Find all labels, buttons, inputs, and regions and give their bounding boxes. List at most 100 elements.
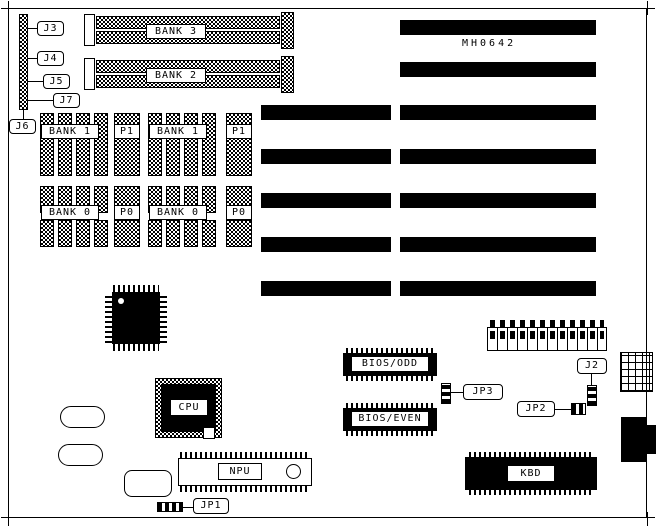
corner-registration-mark xyxy=(641,517,655,518)
expansion-slot xyxy=(400,149,596,164)
npu-chip xyxy=(178,452,312,492)
corner-registration-mark xyxy=(647,512,648,526)
ram-chip xyxy=(184,220,198,247)
callout-jp3: JP3 xyxy=(463,384,503,400)
corner-registration-mark xyxy=(8,512,9,526)
callout-j7: J7 xyxy=(53,93,80,108)
part-number-text: MH0642 xyxy=(462,38,517,49)
parity-chip xyxy=(226,113,252,176)
leader-line xyxy=(183,507,193,508)
ram-chip xyxy=(202,113,216,176)
parity-chip xyxy=(114,113,140,176)
corner-registration-mark xyxy=(8,1,9,15)
qfp-chipset xyxy=(105,285,167,351)
leader-line xyxy=(28,28,37,29)
ram-chip xyxy=(40,113,54,176)
callout-j6: J6 xyxy=(9,119,36,134)
kbd-label: KBD xyxy=(507,465,555,482)
jp1-jumper xyxy=(157,502,183,512)
ram-chip xyxy=(166,113,180,176)
expansion-slot xyxy=(400,62,596,77)
pin-row xyxy=(180,452,310,459)
simm-slot-end-clip xyxy=(84,58,95,90)
expansion-slot xyxy=(400,281,596,296)
bank2-label: BANK 2 xyxy=(146,68,206,83)
ram-chip xyxy=(58,220,72,247)
board-outline xyxy=(8,8,647,518)
pin-row xyxy=(469,452,593,458)
expansion-slot xyxy=(400,193,596,208)
ram-chip xyxy=(166,220,180,247)
ram-chip xyxy=(58,113,72,176)
jumper-pin-strip xyxy=(19,14,28,110)
npu-label: NPU xyxy=(218,463,262,480)
pin-row xyxy=(105,293,112,343)
cpu-label: CPU xyxy=(170,399,208,416)
pin-row xyxy=(346,375,434,381)
leader-line xyxy=(451,392,463,393)
bios-odd-label: BIOS/ODD xyxy=(351,356,429,372)
pin-row xyxy=(180,485,310,492)
bank1-label-left: BANK 1 xyxy=(41,124,99,139)
pin1-dot xyxy=(118,298,124,304)
leader-line xyxy=(28,81,43,82)
callout-j3: J3 xyxy=(37,21,64,36)
expansion-slot-16bit-segment xyxy=(261,105,391,120)
callout-j5: J5 xyxy=(43,74,70,89)
ram-chip xyxy=(40,220,54,247)
jp2-jumper xyxy=(571,403,586,415)
pin-row xyxy=(113,344,159,351)
leader-line xyxy=(28,58,37,59)
ram-chip xyxy=(202,220,216,247)
callout-j2: J2 xyxy=(577,358,607,374)
ram-chip xyxy=(76,113,90,176)
keyboard-din-connector xyxy=(621,417,647,462)
pin-row xyxy=(346,430,434,436)
callout-jp1: JP1 xyxy=(193,498,229,514)
pin-row xyxy=(346,403,434,409)
ram-chip xyxy=(94,220,108,247)
j2-jumper xyxy=(587,385,597,406)
expansion-slot-16bit-segment xyxy=(261,193,391,208)
pin-row xyxy=(113,285,159,292)
expansion-slot-16bit-segment xyxy=(261,149,391,164)
pin-row xyxy=(160,293,167,343)
simm-slot-end-latch xyxy=(281,56,294,93)
pin-row xyxy=(346,348,434,354)
parity-chip xyxy=(226,220,252,247)
leader-line xyxy=(28,100,53,101)
expansion-slot xyxy=(400,237,596,252)
ram-chip xyxy=(94,113,108,176)
cpu-corner-key xyxy=(203,427,215,439)
expansion-slot-16bit-segment xyxy=(261,237,391,252)
crystal-oscillator xyxy=(124,470,172,497)
expansion-slot-16bit-segment xyxy=(261,281,391,296)
parity-chip xyxy=(114,220,140,247)
pin1-circle xyxy=(286,464,301,479)
power-connector xyxy=(487,320,607,351)
keyboard-din-connector-plug xyxy=(645,425,656,454)
p0-label-right: P0 xyxy=(226,205,252,220)
ram-chip xyxy=(148,113,162,176)
crystal-oscillator xyxy=(58,444,103,466)
callout-jp2: JP2 xyxy=(517,401,555,417)
speaker-grid xyxy=(620,352,653,392)
simm-slot-end-latch xyxy=(281,12,294,49)
bios-even-label: BIOS/EVEN xyxy=(351,411,429,427)
ram-chip xyxy=(76,220,90,247)
pin-row xyxy=(490,320,604,327)
p1-label-right: P1 xyxy=(226,124,252,139)
expansion-slot xyxy=(400,20,596,35)
callout-j4: J4 xyxy=(37,51,64,66)
ram-chip xyxy=(148,220,162,247)
bank0-label-right: BANK 0 xyxy=(149,205,207,220)
corner-registration-mark xyxy=(641,8,655,9)
crystal-oscillator xyxy=(60,406,105,428)
bank3-label: BANK 3 xyxy=(146,24,206,39)
p1-label-left: P1 xyxy=(114,124,140,139)
bank1-label-right: BANK 1 xyxy=(149,124,207,139)
corner-registration-mark xyxy=(647,1,648,15)
pin-row xyxy=(490,331,604,339)
expansion-slot xyxy=(400,105,596,120)
